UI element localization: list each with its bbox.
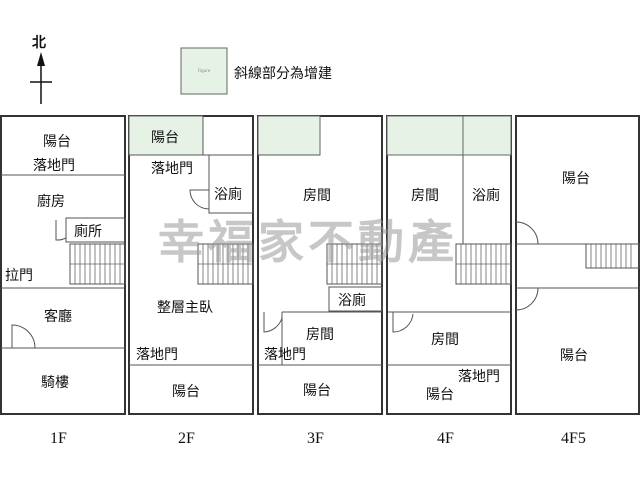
watermark-text: 幸福家不動產 bbox=[158, 215, 458, 269]
floor-4f5-outline bbox=[515, 115, 640, 415]
floor-label: 3F bbox=[307, 430, 324, 447]
floor-3f: 房間 浴廁 房間 落地門 陽台 bbox=[257, 115, 383, 415]
legend-swatch bbox=[180, 47, 228, 95]
room-label: 浴廁 bbox=[338, 292, 366, 309]
addition-area bbox=[257, 115, 321, 156]
room-label: 浴廁 bbox=[472, 187, 500, 204]
room-label: 落地門 bbox=[136, 347, 178, 363]
room-label: 陽台 bbox=[562, 171, 590, 187]
room-label: 房間 bbox=[411, 188, 439, 204]
room-label: 陽台 bbox=[172, 384, 200, 400]
floor-label: 2F bbox=[178, 430, 195, 447]
addition-area bbox=[386, 115, 464, 156]
room-label: 浴廁 bbox=[214, 186, 242, 203]
addition-area bbox=[462, 115, 512, 156]
room-label: 落地門 bbox=[33, 158, 75, 174]
floor-1f: 陽台 落地門 廚房 廁所 拉門 客廳 騎樓 bbox=[0, 115, 126, 415]
floor-label: 1F bbox=[50, 430, 67, 447]
room-label: 陽台 bbox=[151, 130, 179, 146]
north-label: 北 bbox=[32, 35, 46, 51]
compass-arrow-icon bbox=[37, 52, 45, 66]
legend: Figure 斜線部分為增建 bbox=[180, 47, 332, 95]
floor-2f: 陽台 落地門 浴廁 整層主臥 落地門 陽台 bbox=[128, 115, 254, 415]
north-compass: 北 bbox=[30, 35, 52, 104]
floor-label: 4F5 bbox=[561, 430, 586, 447]
room-label: 落地門 bbox=[458, 369, 500, 385]
legend-text: 斜線部分為增建 bbox=[234, 66, 332, 82]
room-label: 落地門 bbox=[264, 347, 306, 363]
room-label: 廚房 bbox=[37, 193, 65, 210]
room-label: 落地門 bbox=[151, 161, 193, 177]
floor-label: 4F bbox=[437, 430, 454, 447]
room-label: 房間 bbox=[306, 327, 334, 343]
room-label: 陽台 bbox=[426, 387, 454, 403]
floor-4f: 房間 浴廁 房間 落地門 陽台 bbox=[386, 115, 512, 415]
floor-4f5: 陽台 陽台 bbox=[515, 115, 640, 415]
room-label: 房間 bbox=[431, 332, 459, 348]
room-label: 拉門 bbox=[5, 268, 33, 284]
room-label: 客廳 bbox=[44, 308, 72, 325]
room-label: 陽台 bbox=[560, 348, 588, 364]
room-label: 廁所 bbox=[74, 223, 102, 240]
room-label: 陽台 bbox=[43, 134, 71, 150]
room-label: 整層主臥 bbox=[157, 300, 213, 316]
room-label: 騎樓 bbox=[41, 375, 69, 391]
legend-swatch-text: Figure bbox=[198, 68, 211, 73]
room-label: 陽台 bbox=[303, 383, 331, 399]
room-label: 房間 bbox=[303, 188, 331, 204]
addition-area bbox=[128, 115, 204, 156]
